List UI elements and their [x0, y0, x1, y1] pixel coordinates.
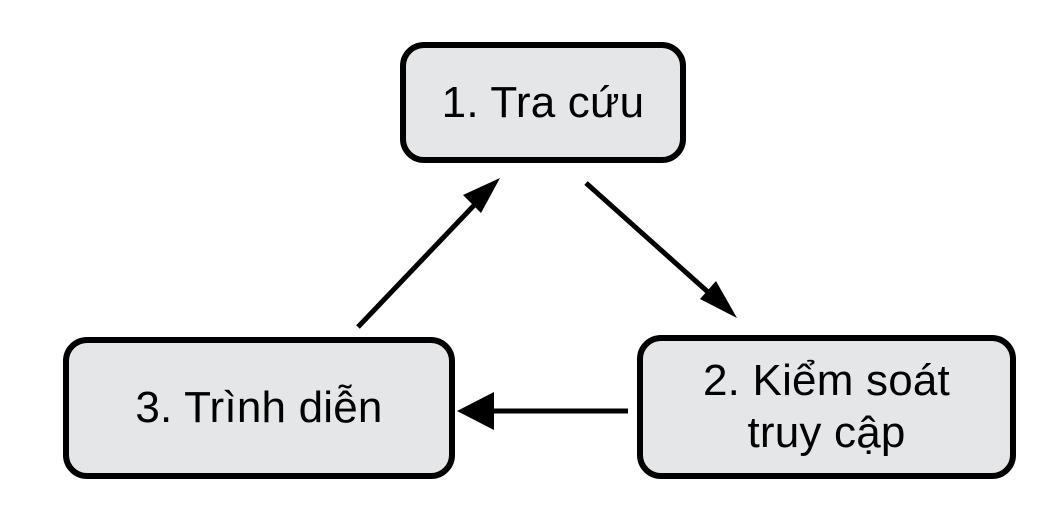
arrow-head: [463, 178, 500, 213]
node-access-control[interactable]: 2. Kiểm soát truy cập: [637, 335, 1016, 479]
arrow-line: [356, 196, 483, 329]
arrow-access-control-to-presentation: [457, 392, 628, 430]
node-lookup[interactable]: 1. Tra cứu: [400, 42, 686, 163]
node-presentation[interactable]: 3. Trình diễn: [63, 337, 455, 479]
arrow-line: [584, 181, 720, 303]
arrow-head: [700, 281, 737, 318]
arrow-head: [457, 392, 494, 430]
arrow-lookup-to-access-control: [584, 181, 737, 318]
arrow-presentation-to-lookup: [356, 178, 500, 329]
node-lookup-label: 1. Tra cứu: [441, 77, 645, 127]
node-presentation-label: 3. Trình diễn: [135, 383, 383, 433]
node-access-control-label: 2. Kiểm soát truy cập: [703, 356, 950, 457]
